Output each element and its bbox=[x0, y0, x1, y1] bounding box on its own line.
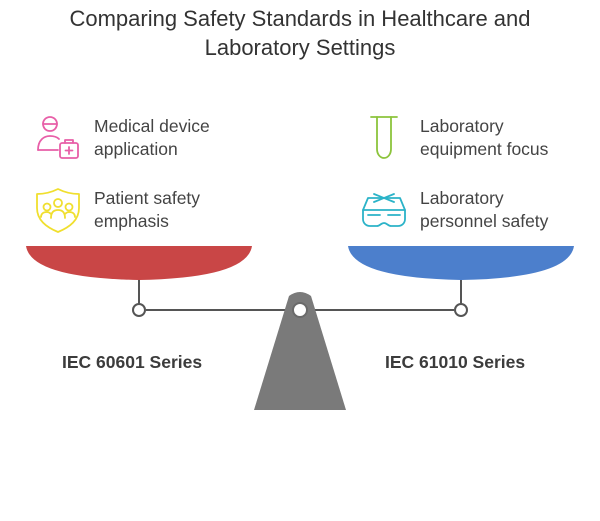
label-line-1: Patient safety bbox=[94, 188, 201, 208]
right-series-label: IEC 61010 Series bbox=[385, 352, 526, 372]
item-laboratory-equipment: Laboratory equipment focus bbox=[360, 114, 548, 162]
label-line-2: equipment focus bbox=[420, 139, 549, 159]
label-line-1: Laboratory bbox=[420, 188, 504, 208]
title-line-1: Comparing Safety Standards in Healthcare… bbox=[69, 6, 531, 31]
label-line-1: Medical device bbox=[94, 116, 210, 136]
item-label: Patient safety emphasis bbox=[94, 187, 200, 233]
left-series-label: IEC 60601 Series bbox=[62, 352, 203, 372]
item-medical-device: Medical device application bbox=[34, 114, 210, 162]
item-label: Laboratory personnel safety bbox=[420, 187, 548, 233]
left-beam-joint bbox=[132, 303, 146, 317]
item-patient-safety: Patient safety emphasis bbox=[34, 186, 200, 234]
label-line-2: emphasis bbox=[94, 211, 169, 231]
patients-shield-icon bbox=[36, 188, 80, 233]
fulcrum-pivot bbox=[292, 302, 308, 318]
safety-goggles-icon bbox=[362, 193, 406, 227]
test-tube-icon bbox=[370, 116, 398, 159]
right-pan bbox=[348, 246, 574, 280]
page-title: Comparing Safety Standards in Healthcare… bbox=[0, 4, 600, 62]
fulcrum bbox=[254, 292, 346, 410]
label-line-1: Laboratory bbox=[420, 116, 504, 136]
left-pan bbox=[26, 246, 252, 280]
item-label: Laboratory equipment focus bbox=[420, 115, 548, 161]
label-line-2: personnel safety bbox=[420, 211, 549, 231]
right-beam-joint bbox=[454, 303, 468, 317]
label-line-2: application bbox=[94, 139, 178, 159]
title-line-2: Laboratory Settings bbox=[204, 35, 396, 60]
item-label: Medical device application bbox=[94, 115, 210, 161]
doctor-medkit-icon bbox=[37, 116, 79, 159]
item-personnel-safety: Laboratory personnel safety bbox=[360, 186, 548, 234]
